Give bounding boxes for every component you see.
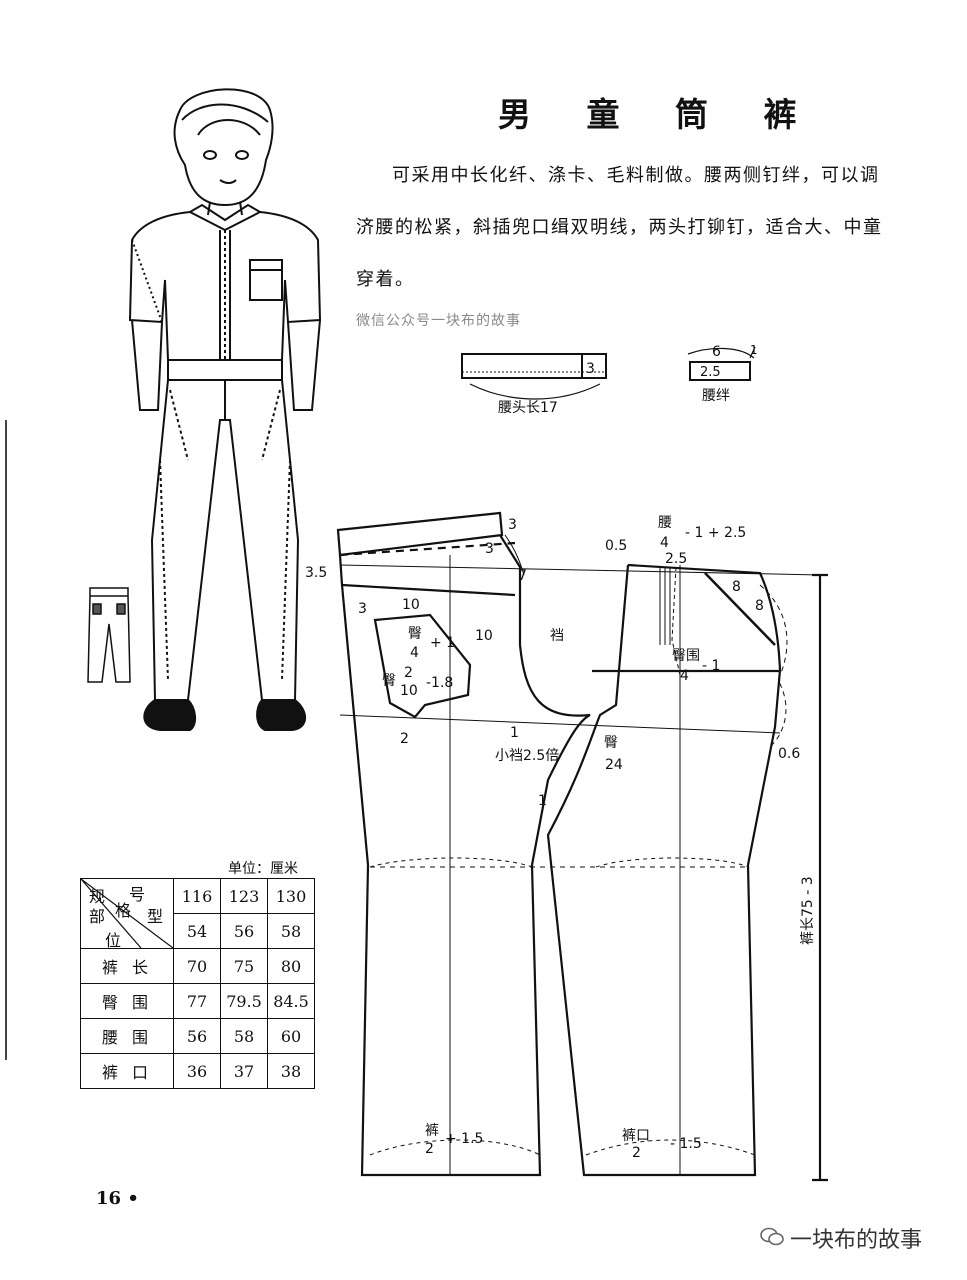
pattern-label-32: 0.6 xyxy=(778,746,800,762)
scan-edge-line xyxy=(5,420,7,1060)
pattern-label-31: 24 xyxy=(605,757,623,773)
pattern-label-27: 臀围 xyxy=(672,648,700,664)
pattern-label-39: - 1.5 xyxy=(670,1136,702,1152)
pattern-label-24: 2.5 xyxy=(665,551,687,567)
loop-label: 腰绊 xyxy=(702,388,730,404)
size-spec-table: 规 号 格 型 部 位 116 123 130 54 56 58 裤长 70 7… xyxy=(80,878,315,1089)
page-number: 16 • xyxy=(96,1188,139,1209)
pattern-label-3: 3 xyxy=(485,541,494,557)
pattern-label-7: 臀 xyxy=(408,626,422,642)
value-cell: 58 xyxy=(220,1018,268,1054)
loop-width-label: 2.5 xyxy=(700,365,721,380)
loop-extra-label: 1 xyxy=(750,343,758,357)
description-text: 可采用中长化纤、涤卡、毛料制做。腰两侧钉绊，可以调济腰的松紧，斜插兜口缉双明线，… xyxy=(356,165,883,290)
value-cell: 80 xyxy=(267,948,315,984)
row-label: 臀围 xyxy=(80,983,174,1019)
row-label: 裤口 xyxy=(80,1053,174,1089)
pattern-label-6: 10 xyxy=(402,597,420,613)
watermark-text: 微信公众号一块布的故事 xyxy=(356,313,521,329)
value-cell: 77 xyxy=(173,983,221,1019)
pattern-label-34: 裤 xyxy=(425,1123,439,1139)
header-gui: 规 xyxy=(89,887,106,906)
pattern-label-22: 4 xyxy=(660,535,669,551)
page-title: 男 童 筒 裤 xyxy=(498,95,819,134)
value-cell: 70 xyxy=(173,948,221,984)
pattern-draft: 3.5 3 3 7 3 10 臀 4 + 1 10 臀 2 10 -1.8 2 … xyxy=(305,511,828,1182)
pattern-label-9: + 1 xyxy=(430,635,455,651)
value-cell: 36 xyxy=(173,1053,221,1089)
value-cell: 75 xyxy=(220,948,268,984)
type-cell: 56 xyxy=(220,913,268,949)
pattern-label-28: 4 xyxy=(680,668,689,684)
pattern-label-10: 10 xyxy=(475,628,493,644)
pattern-label-1: 3.5 xyxy=(305,565,327,581)
type-cell: 58 xyxy=(267,913,315,949)
pattern-label-5: 3 xyxy=(358,601,367,617)
size-cell: 130 xyxy=(267,878,315,914)
wechat-icon xyxy=(760,1227,784,1253)
pattern-label-29: - 1 xyxy=(702,658,720,674)
waistband-label: 腰头长17 xyxy=(498,400,558,416)
pattern-label-26: 8 xyxy=(755,598,764,614)
pattern-label-36: + 1.5 xyxy=(445,1131,483,1147)
value-cell: 60 xyxy=(267,1018,315,1054)
header-ge: 格 xyxy=(115,901,132,920)
type-cell: 54 xyxy=(173,913,221,949)
loop-piece xyxy=(689,361,751,381)
pattern-label-18: 1 xyxy=(538,793,547,809)
pattern-label-38: 2 xyxy=(632,1145,641,1161)
size-cell: 123 xyxy=(220,878,268,914)
pattern-label-8: 4 xyxy=(410,645,419,661)
table-row: 裤口 36 37 38 xyxy=(80,1053,315,1089)
table-row: 裤长 70 75 80 xyxy=(80,948,315,984)
unit-note: 单位：厘米 xyxy=(228,861,298,877)
pattern-label-25: 8 xyxy=(732,579,741,595)
value-cell: 37 xyxy=(220,1053,268,1089)
pattern-label-20: 0.5 xyxy=(605,538,627,554)
pattern-label-14: -1.8 xyxy=(426,675,453,691)
pattern-label-21: 腰 xyxy=(658,515,672,531)
value-cell: 84.5 xyxy=(267,983,315,1019)
value-cell: 56 xyxy=(173,1018,221,1054)
brand-watermark: 一块布的故事 xyxy=(760,1222,922,1254)
small-parts-diagram: 3 腰头长17 6 2.5 1 腰绊 xyxy=(461,343,758,416)
pattern-label-11: 臀 xyxy=(382,673,396,689)
header-hao: 号 xyxy=(129,885,146,904)
pattern-label-4: 7 xyxy=(518,568,527,584)
brand-name: 一块布的故事 xyxy=(790,1228,923,1253)
pattern-label-16: 1 xyxy=(510,725,519,741)
pattern-label-30: 臀 xyxy=(604,735,618,751)
waistband-width-label: 3 xyxy=(586,361,595,377)
size-cell: 116 xyxy=(173,878,221,914)
header-xing: 型 xyxy=(147,907,164,926)
value-cell: 38 xyxy=(267,1053,315,1089)
pattern-label-2: 3 xyxy=(508,517,517,533)
pattern-label-15: 2 xyxy=(400,731,409,747)
pants-thumbnail xyxy=(87,587,131,683)
header-wei: 位 xyxy=(105,931,122,950)
pattern-label-33: 裤长75 - 3 xyxy=(800,876,816,945)
pattern-label-19: 裆 xyxy=(550,628,564,644)
header-bu: 部 xyxy=(89,907,106,926)
row-label: 腰围 xyxy=(80,1018,174,1054)
loop-length-label: 6 xyxy=(712,344,721,360)
table-header-diagonal: 规 号 格 型 部 位 xyxy=(80,878,174,950)
table-row: 臀围 77 79.5 84.5 xyxy=(80,983,315,1019)
table-row: 腰围 56 58 60 xyxy=(80,1018,315,1054)
description: 可采用中长化纤、涤卡、毛料制做。腰两侧钉绊，可以调济腰的松紧，斜插兜口缉双明线，… xyxy=(356,150,886,306)
boy-illustration xyxy=(128,88,322,731)
value-cell: 79.5 xyxy=(220,983,268,1019)
pattern-label-13: 10 xyxy=(400,683,418,699)
pattern-label-35: 2 xyxy=(425,1141,434,1157)
pattern-label-17: 小裆2.5倍 xyxy=(495,748,559,764)
pattern-label-23: - 1 + 2.5 xyxy=(685,525,746,541)
waistband-piece xyxy=(461,353,607,379)
pattern-label-37: 裤口 xyxy=(622,1128,650,1144)
pattern-label-12: 2 xyxy=(404,665,413,681)
row-label: 裤长 xyxy=(80,948,174,984)
